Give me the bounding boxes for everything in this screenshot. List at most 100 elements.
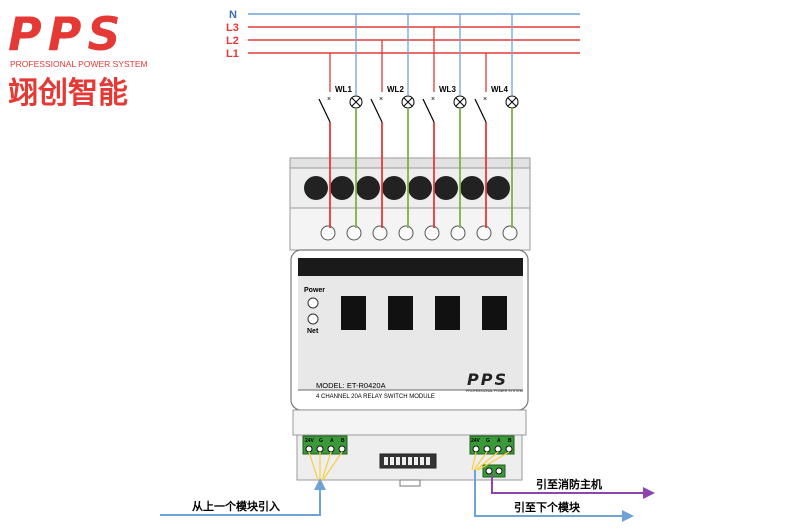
terminal-screw bbox=[338, 445, 346, 453]
top-terminal-rail bbox=[289, 157, 531, 169]
terminal-label-g-left: G bbox=[319, 438, 323, 444]
module-panel bbox=[298, 276, 523, 390]
net-led-label: Net bbox=[307, 328, 319, 335]
signal-wire bbox=[321, 451, 332, 481]
terminal-label-a-right: A bbox=[497, 438, 501, 444]
terminal-cover bbox=[408, 176, 432, 200]
lamp-symbol-line bbox=[403, 97, 413, 107]
terminal-screw bbox=[450, 225, 466, 241]
dip-lever bbox=[426, 457, 430, 465]
dip-switch-levers bbox=[384, 457, 430, 465]
channel-wiring: × WL1 × WL2 × bbox=[318, 14, 519, 228]
terminal-cover bbox=[434, 176, 458, 200]
terminal-screw bbox=[502, 225, 518, 241]
power-led bbox=[307, 297, 319, 309]
incoming-arrowhead bbox=[314, 478, 326, 490]
terminal-screw bbox=[398, 225, 414, 241]
terminal-screw bbox=[320, 225, 336, 241]
signal-wire bbox=[471, 451, 477, 471]
terminal-screw bbox=[505, 445, 513, 453]
channel-3-circuit: × WL3 bbox=[422, 14, 467, 228]
breaker-switch bbox=[474, 98, 487, 123]
terminal-label-24v-left: 24V bbox=[305, 438, 315, 444]
comm-wiring bbox=[160, 451, 655, 522]
dip-lever bbox=[408, 457, 412, 465]
terminal-screw bbox=[305, 445, 313, 453]
signal-wire bbox=[477, 451, 510, 471]
signal-wire bbox=[473, 451, 488, 471]
fire-alarm-cable bbox=[491, 474, 643, 494]
signal-wire bbox=[475, 451, 499, 471]
logo-brand-text: PPS bbox=[8, 7, 127, 61]
terminal-screw bbox=[346, 225, 362, 241]
signal-wire bbox=[308, 451, 319, 481]
dip-lever bbox=[414, 457, 418, 465]
terminal-block-right bbox=[469, 435, 515, 455]
relay-module: Power Net MODEL: ET-R0420A 4 CHANNEL 20A… bbox=[289, 157, 531, 487]
terminal-screw bbox=[476, 225, 492, 241]
breaker-cross-mark: × bbox=[327, 96, 331, 103]
terminal-label-a-left: A bbox=[330, 438, 334, 444]
load-label-wl3: WL3 bbox=[439, 85, 456, 94]
outgoing-cable bbox=[474, 470, 622, 517]
terminal-cover bbox=[356, 176, 380, 200]
bus-label-n: N bbox=[229, 9, 237, 21]
company-logo: PPS PROFESSIONAL POWER SYSTEM 翊创智能 bbox=[8, 7, 148, 111]
left-comm-terminal: 24V G A B bbox=[302, 435, 348, 455]
breaker-switch bbox=[422, 98, 435, 123]
dip-lever bbox=[396, 457, 400, 465]
terminal-label-b-left: B bbox=[341, 438, 345, 444]
terminal-screw bbox=[483, 445, 491, 453]
terminal-cover bbox=[382, 176, 406, 200]
relay-button-2[interactable] bbox=[388, 296, 413, 330]
terminal-label-24v-right: 24V bbox=[471, 438, 481, 444]
load-label-wl2: WL2 bbox=[387, 85, 404, 94]
dip-lever bbox=[402, 457, 406, 465]
channel-2-circuit: × WL2 bbox=[370, 14, 415, 228]
terminal-screw bbox=[424, 225, 440, 241]
terminal-block-left bbox=[302, 435, 348, 455]
dip-lever bbox=[420, 457, 424, 465]
terminal-screw bbox=[472, 445, 480, 453]
channel-1-circuit: × WL1 bbox=[318, 14, 363, 228]
breaker-cross-mark: × bbox=[483, 96, 487, 103]
terminal-label-b-right: B bbox=[508, 438, 512, 444]
breaker-cross-mark: × bbox=[431, 96, 435, 103]
module-top-strip bbox=[298, 258, 523, 276]
breaker-cross-mark: × bbox=[379, 96, 383, 103]
module-description: 4 CHANNEL 20A RELAY SWITCH MODULE bbox=[316, 394, 435, 400]
terminal-screw bbox=[495, 467, 503, 475]
power-bus: N L3 L2 L1 bbox=[226, 9, 580, 60]
load-label-wl1: WL1 bbox=[335, 85, 352, 94]
fire-alarm-arrowhead bbox=[643, 487, 655, 499]
relay-button-1[interactable] bbox=[341, 296, 366, 330]
terminal-cover bbox=[304, 176, 328, 200]
terminal-cover bbox=[486, 176, 510, 200]
note-to-fire-host: 引至消防主机 bbox=[536, 477, 602, 491]
logo-tagline: PROFESSIONAL POWER SYSTEM bbox=[10, 59, 148, 69]
terminal-screw bbox=[372, 225, 388, 241]
breaker-switch bbox=[370, 98, 383, 123]
logo-company-name: 翊创智能 bbox=[8, 76, 128, 111]
lamp-symbol-line bbox=[455, 97, 465, 107]
signal-wire bbox=[322, 451, 343, 481]
terminal-screws bbox=[320, 225, 518, 241]
power-led-label: Power bbox=[304, 287, 325, 294]
incoming-cable bbox=[160, 488, 321, 516]
right-comm-terminal: 24V G A B bbox=[469, 435, 515, 478]
breaker-switch bbox=[318, 98, 331, 123]
lamp-symbol-line bbox=[507, 97, 517, 107]
relay-button-4[interactable] bbox=[482, 296, 507, 330]
bus-label-l3: L3 bbox=[226, 22, 239, 34]
terminal-cover bbox=[460, 176, 484, 200]
relay-button-3[interactable] bbox=[435, 296, 460, 330]
lamp-symbol-line bbox=[351, 97, 361, 107]
channel-4-circuit: × WL4 bbox=[474, 14, 519, 228]
net-led bbox=[307, 313, 319, 325]
terminal-screw bbox=[485, 467, 493, 475]
bus-label-l1: L1 bbox=[226, 48, 239, 60]
dip-lever bbox=[390, 457, 394, 465]
din-clip bbox=[399, 479, 421, 487]
note-to-next-module: 引至下个模块 bbox=[514, 500, 581, 514]
